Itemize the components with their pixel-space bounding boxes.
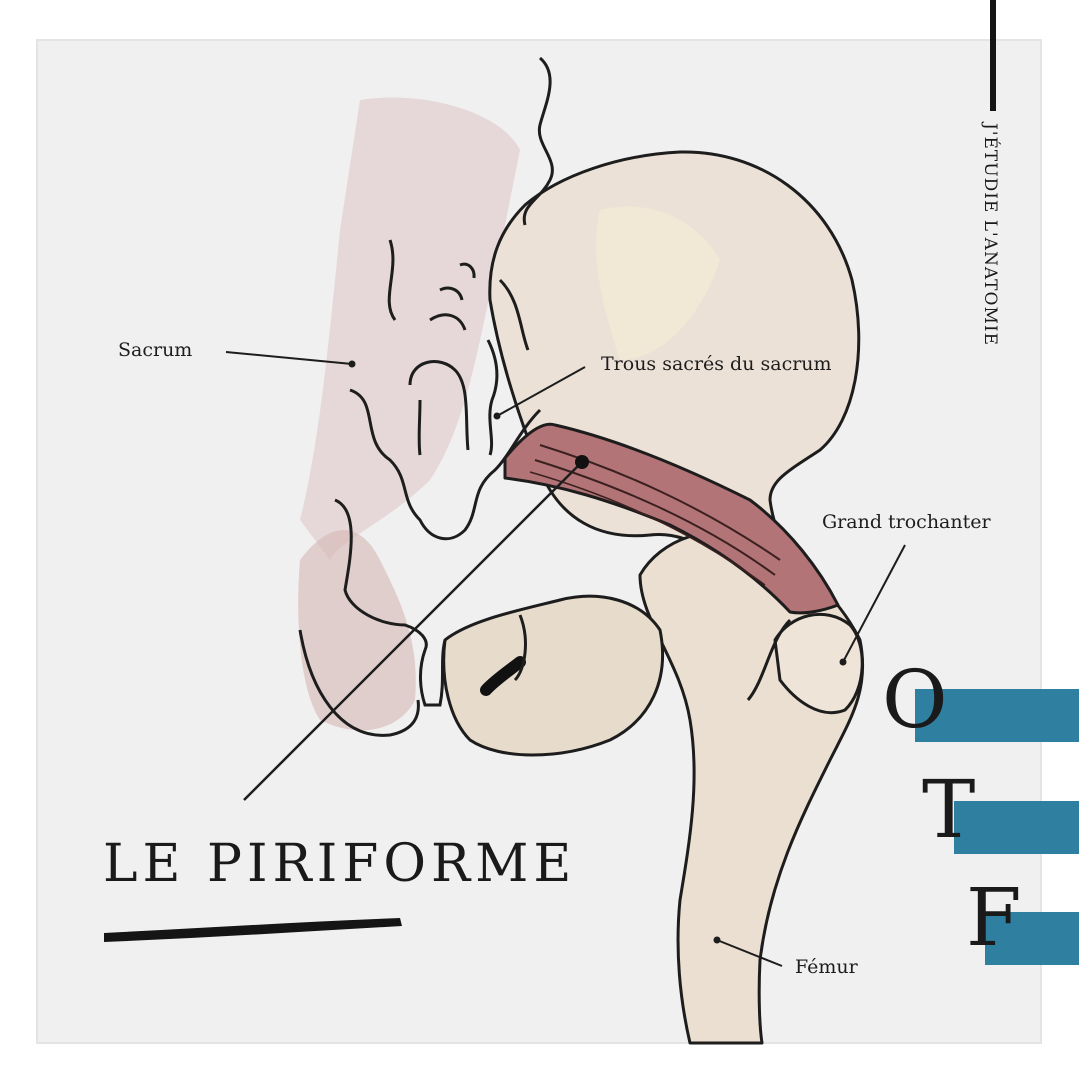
logo-letter-o: O bbox=[882, 653, 948, 746]
muscle-fiber-1 bbox=[539, 444, 781, 561]
label-grand-trochanter: Grand trochanter bbox=[822, 511, 991, 533]
sacrum-foramen-4 bbox=[486, 339, 499, 456]
ischium-bottom bbox=[298, 629, 420, 737]
sacrum-edge bbox=[522, 56, 554, 226]
page-title: LE PIRIFORME bbox=[103, 834, 577, 894]
logo-letter-f: F bbox=[966, 871, 1022, 964]
title-underline bbox=[104, 918, 402, 942]
ischium-outline bbox=[334, 498, 447, 707]
sacrum-outline bbox=[349, 239, 542, 541]
sacrum-foramen-1 bbox=[429, 313, 467, 331]
sacrum-foramen-2 bbox=[439, 286, 464, 301]
greater-trochanter bbox=[773, 612, 864, 715]
top-vertical-bar bbox=[990, 0, 996, 111]
sacrum-leader-dot bbox=[348, 360, 356, 368]
label-femur: Fémur bbox=[795, 956, 858, 978]
trochanter-detail bbox=[746, 618, 792, 701]
paper-shadow bbox=[36, 39, 1042, 1044]
sacrum-right-edge bbox=[498, 278, 530, 351]
trous-leader-line bbox=[496, 366, 586, 417]
logo-block-t bbox=[954, 801, 1079, 854]
piriformis-leader-dot bbox=[575, 455, 589, 469]
ischium-shading bbox=[298, 530, 416, 731]
femoral-neck bbox=[442, 594, 665, 757]
trous-leader-dot bbox=[493, 412, 501, 420]
muscle-fiber-2 bbox=[534, 459, 776, 576]
sacrum-leader-line bbox=[225, 351, 353, 365]
lesser-trochanter-mark bbox=[480, 656, 526, 696]
muscle-fiber-3 bbox=[529, 471, 766, 586]
femur-leader-dot bbox=[713, 936, 721, 944]
ilium-highlight bbox=[596, 206, 720, 360]
vertical-brand-text: J'ÉTUDIE L'ANATOMIE bbox=[980, 123, 1000, 346]
sacrum-foramen-3 bbox=[459, 262, 476, 279]
logo-block-f bbox=[985, 912, 1079, 965]
femur-leader-line bbox=[716, 939, 783, 967]
logo-letter-t: T bbox=[922, 763, 976, 856]
sacrum-inner-lobe bbox=[408, 360, 470, 456]
trochanter-leader-dot bbox=[839, 658, 847, 666]
trochanter-leader-line bbox=[842, 544, 906, 663]
piriformis-leader-line bbox=[243, 461, 583, 801]
neck-inner-line bbox=[513, 614, 527, 682]
label-trous-sacres: Trous sacrés du sacrum bbox=[601, 353, 832, 375]
pelvis-shading bbox=[300, 97, 520, 560]
logo-block-o bbox=[915, 689, 1079, 742]
label-sacrum: Sacrum bbox=[118, 339, 193, 361]
